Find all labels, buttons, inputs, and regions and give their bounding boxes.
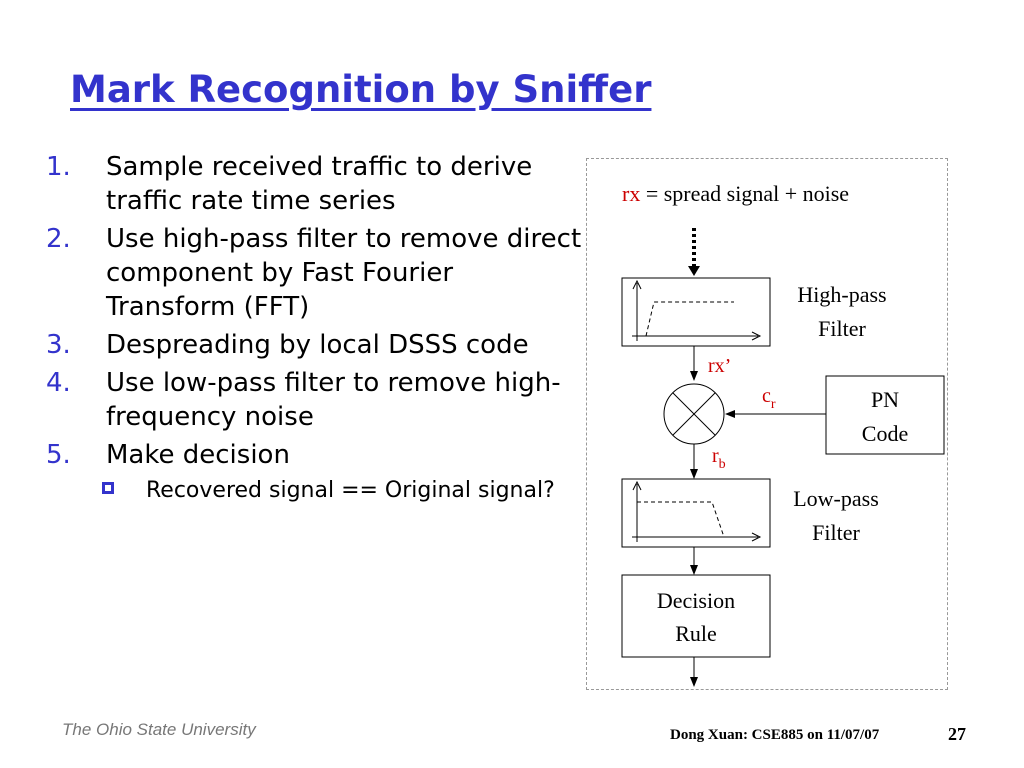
- pn-code-box: [825, 375, 945, 455]
- rb-label: rb: [712, 445, 726, 472]
- list-item: 1. Sample received traffic to derive tra…: [46, 150, 586, 218]
- cr-label: cr: [762, 385, 776, 412]
- diagram-frame: rx = spread signal + noise High-pass Fil…: [586, 158, 948, 690]
- lowpass-label-line2: Filter: [812, 520, 860, 545]
- list-text: Make decision: [106, 440, 290, 470]
- slide-title: Mark Recognition by Sniffer: [70, 68, 652, 111]
- list-item: 3. Despreading by local DSSS code: [46, 328, 586, 362]
- highpass-label-line2: Filter: [818, 316, 866, 341]
- sub-bullet-item: Recovered signal == Original signal?: [102, 476, 586, 506]
- rx-label: rx = spread signal + noise: [622, 181, 849, 206]
- list-number: 1.: [46, 152, 71, 182]
- list-text: Use high-pass filter to remove direct co…: [106, 224, 582, 322]
- decision-label-line2: Rule: [675, 621, 717, 646]
- list-text: Sample received traffic to derive traffi…: [106, 152, 533, 216]
- highpass-label-line1: High-pass: [797, 282, 886, 307]
- list-number: 5.: [46, 440, 71, 470]
- lowpass-filter-box: [621, 478, 771, 548]
- list-item: 4. Use low-pass filter to remove high-fr…: [46, 366, 586, 434]
- pn-code-line2: Code: [862, 421, 908, 446]
- decision-label-line1: Decision: [657, 588, 735, 613]
- footer-author-date: Dong Xuan: CSE885 on 11/07/07: [670, 727, 880, 743]
- list-item: 2. Use high-pass filter to remove direct…: [46, 222, 586, 324]
- list-number: 3.: [46, 330, 71, 360]
- lowpass-label-line1: Low-pass: [793, 486, 879, 511]
- list-text: Despreading by local DSSS code: [106, 330, 529, 360]
- list-item: 5. Make decision: [46, 438, 586, 472]
- input-arrowhead: [688, 266, 700, 276]
- page-number: 27: [948, 724, 966, 744]
- square-bullet-icon: [102, 476, 146, 506]
- multiplier-icon: [663, 383, 725, 445]
- footer-university: The Ohio State University: [62, 720, 256, 739]
- rx-prime-label: rx’: [708, 355, 731, 377]
- numbered-list: 1. Sample received traffic to derive tra…: [46, 150, 586, 506]
- sub-bullet-text: Recovered signal == Original signal?: [146, 478, 555, 503]
- list-text: Use low-pass filter to remove high-frequ…: [106, 368, 561, 432]
- highpass-plot-icon: [632, 279, 762, 341]
- pn-code-line1: PN: [871, 387, 899, 412]
- list-number: 2.: [46, 224, 71, 254]
- decision-rule-box: [621, 574, 771, 658]
- signal-flow-diagram: rx = spread signal + noise High-pass Fil…: [621, 181, 945, 687]
- lowpass-plot-icon: [632, 480, 762, 542]
- list-number: 4.: [46, 368, 71, 398]
